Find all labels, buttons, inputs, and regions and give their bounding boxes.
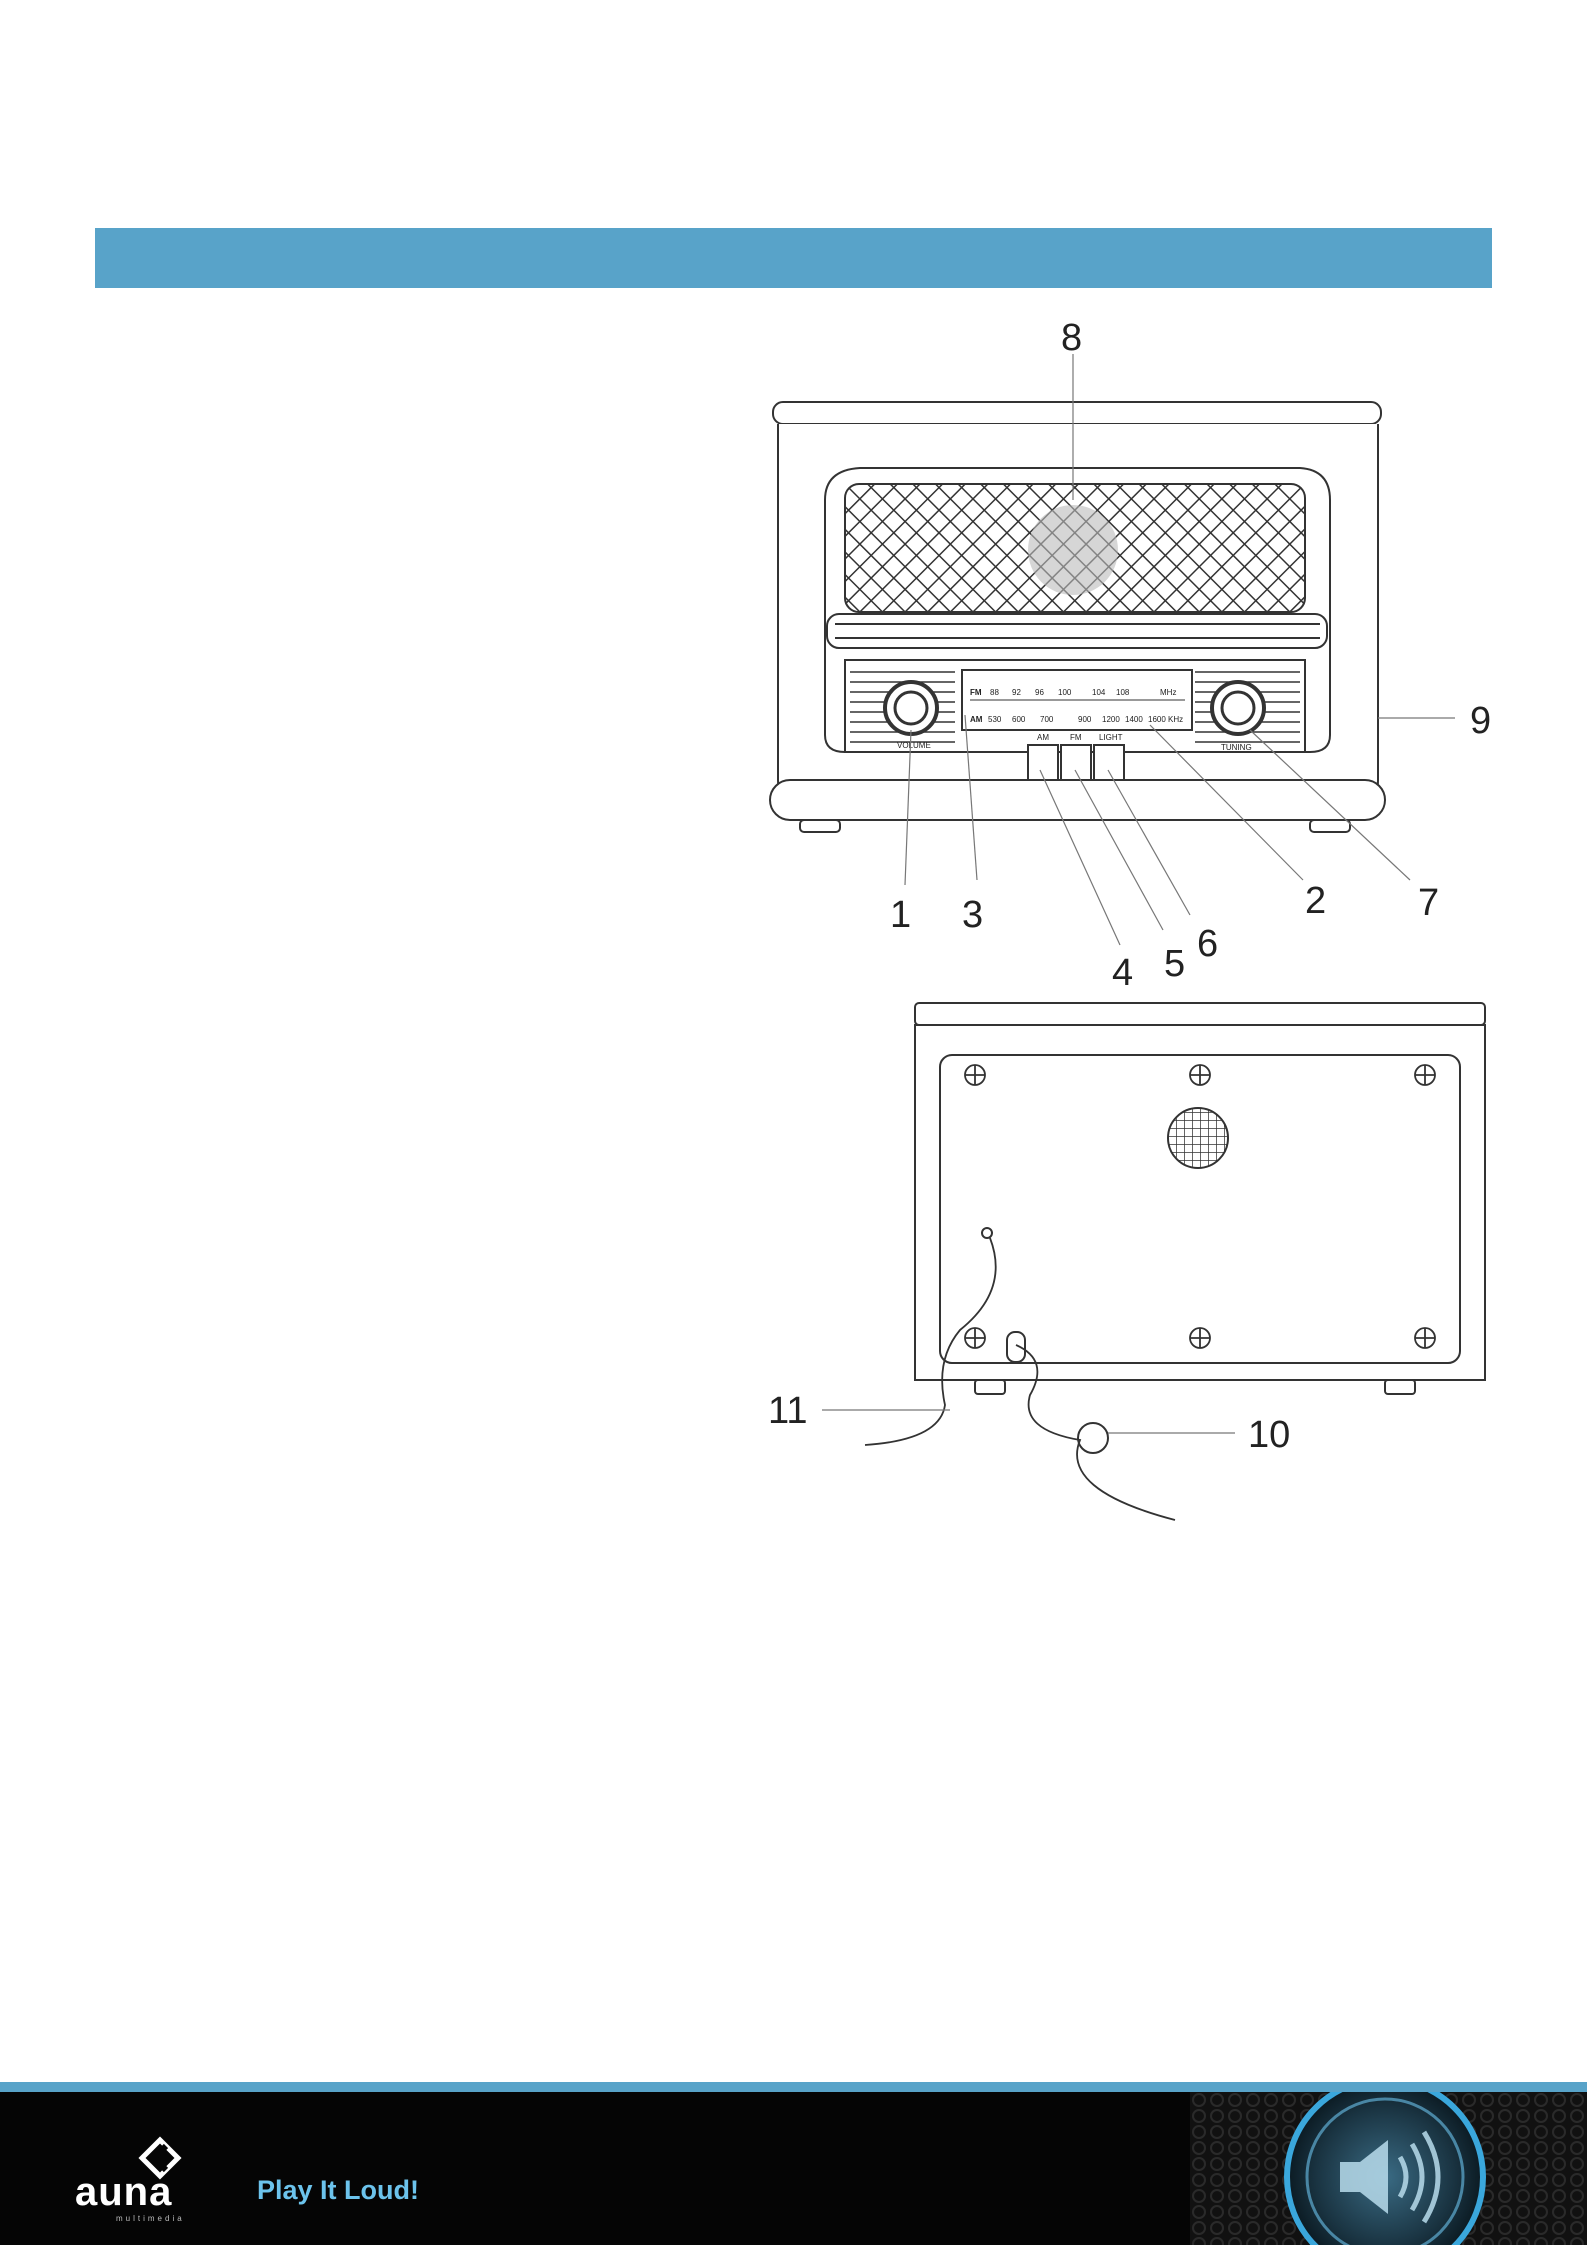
fm-scale-96: 96 — [1035, 688, 1044, 697]
footer-accent-line — [0, 2082, 1587, 2092]
callout-7: 7 — [1418, 882, 1439, 924]
fm-scale-100: 100 — [1058, 688, 1072, 697]
am-scale-1600: 1600 — [1148, 715, 1166, 724]
callout-2: 2 — [1305, 880, 1326, 922]
radio-diagram: FM 88 92 96 100 104 108 MHz AM 530 600 7… — [0, 0, 1587, 1560]
tuning-label: TUNING — [1221, 743, 1252, 752]
fm-scale-108: 108 — [1116, 688, 1130, 697]
back-view — [865, 1003, 1485, 1520]
callout-5: 5 — [1164, 943, 1185, 985]
am-band-label: AM — [970, 715, 983, 724]
fm-scale-88: 88 — [990, 688, 999, 697]
am-scale-900: 900 — [1078, 715, 1092, 724]
fm-button-label: FM — [1070, 733, 1082, 742]
light-button-label: LIGHT — [1099, 733, 1123, 742]
fm-band-label: FM — [970, 688, 982, 697]
am-scale-1200: 1200 — [1102, 715, 1120, 724]
callout-3: 3 — [962, 894, 983, 936]
volume-label: VOLUME — [897, 741, 931, 750]
am-scale-1400: 1400 — [1125, 715, 1143, 724]
callout-9: 9 — [1470, 700, 1491, 742]
fm-scale-92: 92 — [1012, 688, 1021, 697]
callout-6: 6 — [1197, 923, 1218, 965]
speaker-icon — [1190, 2092, 1587, 2245]
tagline: Play It Loud! — [257, 2175, 419, 2206]
fm-scale-unit: MHz — [1160, 688, 1176, 697]
front-view — [770, 402, 1385, 832]
am-scale-unit: KHz — [1168, 715, 1183, 724]
callout-10: 10 — [1248, 1414, 1290, 1456]
callout-8: 8 — [1061, 317, 1082, 359]
callout-11: 11 — [768, 1390, 807, 1432]
page-footer: auna multimedia Play It Loud! — [0, 2092, 1587, 2245]
brand-name: auna — [75, 2170, 172, 2215]
callout-4: 4 — [1112, 952, 1133, 994]
am-button-label: AM — [1037, 733, 1049, 742]
am-scale-530: 530 — [988, 715, 1002, 724]
fm-scale-104: 104 — [1092, 688, 1106, 697]
am-scale-700: 700 — [1040, 715, 1054, 724]
callout-1: 1 — [890, 894, 911, 936]
brand-subtitle: multimedia — [116, 2214, 185, 2223]
am-scale-600: 600 — [1012, 715, 1026, 724]
